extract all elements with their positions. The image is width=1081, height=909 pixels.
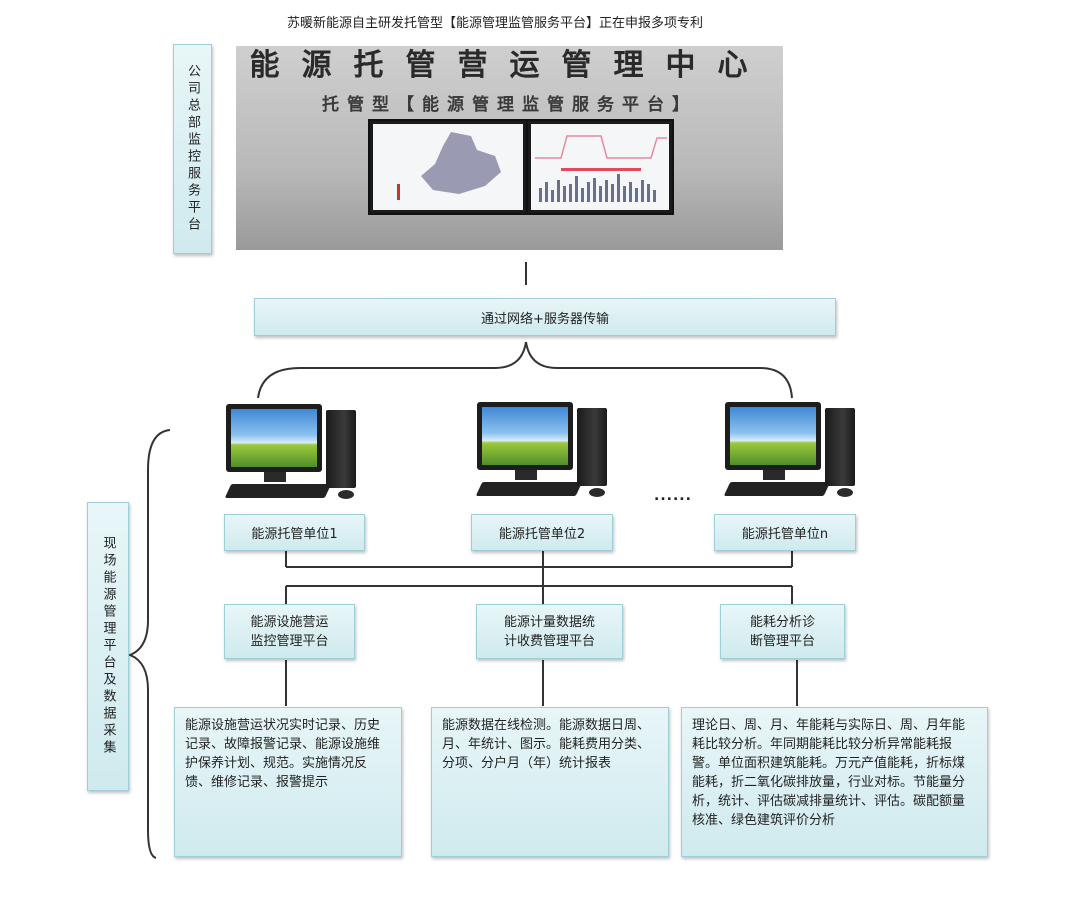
site-label: 现场能源管理平台及数据采集 (100, 536, 116, 757)
description-box-3: 理论日、周、月、年能耗与实际日、周、月年能耗比较分析。年同期能耗比较分析异常能耗… (681, 707, 988, 857)
description-box-1: 能源设施营运状况实时记录、历史记录、故障报警记录、能源设施维护保养计划、规范。实… (174, 707, 402, 857)
description-text: 能源设施营运状况实时记录、历史记录、故障报警记录、能源设施维护保养计划、规范。实… (185, 718, 381, 790)
unit-label: 能源托管单位2 (498, 527, 586, 542)
platform-line2: 监控管理平台 (250, 633, 329, 649)
unit-box-1: 能源托管单位1 (224, 514, 365, 551)
site-label-box: 现场能源管理平台及数据采集 (87, 502, 129, 791)
platform-box-3: 能耗分析诊 断管理平台 (720, 604, 845, 659)
computer-icon (475, 400, 617, 500)
ellipsis: ...... (654, 488, 692, 504)
photo-wall-subtext: 托管型【能源管理监管服务平台】 (322, 95, 697, 115)
monitoring-center-photo: 能源托管营运管理中心 托管型【能源管理监管服务平台】 (236, 46, 783, 250)
page-title: 苏暖新能源自主研发托管型【能源管理监管服务平台】正在申报多项专利 (286, 16, 703, 31)
photo-wall-text: 能源托管营运管理中心 (249, 48, 770, 83)
photo-screen-map (368, 119, 528, 215)
description-box-2: 能源数据在线检测。能源数据日周、月、年统计、图示。能耗费用分类、分项、分户月（年… (431, 707, 669, 857)
transmission-box: 通过网络+服务器传输 (254, 298, 836, 336)
unit-box-n: 能源托管单位n (714, 514, 856, 551)
platform-box-2: 能源计量数据统 计收费管理平台 (476, 604, 623, 659)
description-text: 能源数据在线检测。能源数据日周、月、年统计、图示。能耗费用分类、分项、分户月（年… (442, 718, 651, 771)
unit-label: 能源托管单位n (741, 527, 829, 542)
photo-screen-charts (526, 119, 674, 215)
transmission-label: 通过网络+服务器传输 (481, 311, 609, 327)
hq-label: 公司总部监控服务平台 (185, 64, 200, 234)
platform-line1: 能源设施营运 (250, 614, 329, 630)
computer-icon (723, 400, 865, 500)
platform-line2: 计收费管理平台 (503, 633, 595, 649)
platform-line1: 能源计量数据统 (503, 614, 595, 630)
unit-box-2: 能源托管单位2 (471, 514, 613, 551)
platform-line1: 能耗分析诊 (749, 614, 815, 630)
description-text: 理论日、周、月、年能耗与实际日、周、月年能耗比较分析。年同期能耗比较分析异常能耗… (692, 718, 966, 828)
platform-box-1: 能源设施营运 监控管理平台 (224, 604, 355, 659)
unit-label: 能源托管单位1 (251, 527, 338, 542)
platform-line2: 断管理平台 (749, 633, 815, 649)
computer-icon (224, 402, 366, 502)
hq-label-box: 公司总部监控服务平台 (173, 44, 212, 254)
